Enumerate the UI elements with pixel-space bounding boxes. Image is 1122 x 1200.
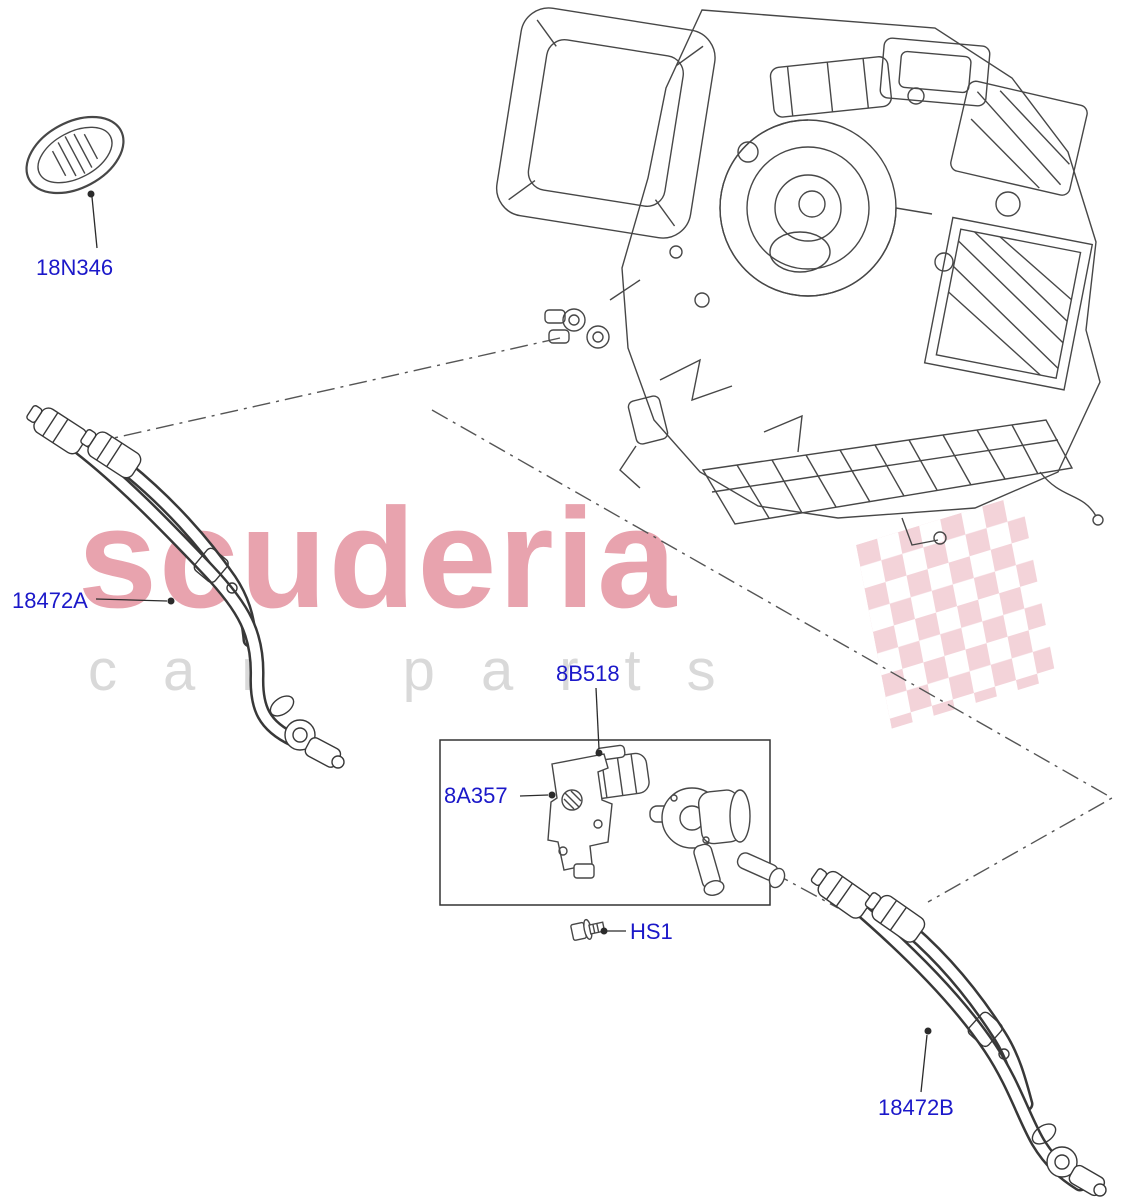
part-label-hs1[interactable]: HS1 <box>630 919 673 944</box>
bolt-drawing <box>570 918 606 941</box>
part-label-8b518[interactable]: 8B518 <box>556 661 620 686</box>
watermark-sub-text: car parts <box>88 638 762 703</box>
part-label-18n346[interactable]: 18N346 <box>36 255 114 280</box>
part-label-8a357[interactable]: 8A357 <box>444 783 508 808</box>
checkered-flag-watermark <box>856 494 1057 729</box>
grommet-drawing <box>25 115 125 195</box>
hose-b-drawing <box>810 868 1107 1197</box>
part-label-18472b[interactable]: 18472B <box>878 1095 954 1120</box>
part-label-18472a[interactable]: 18472A <box>12 588 88 613</box>
valve-assembly-drawing <box>439 739 786 906</box>
leader-lines <box>87 190 932 1093</box>
hvac-unit-drawing <box>495 7 1104 546</box>
hose-a-drawing <box>26 405 345 769</box>
